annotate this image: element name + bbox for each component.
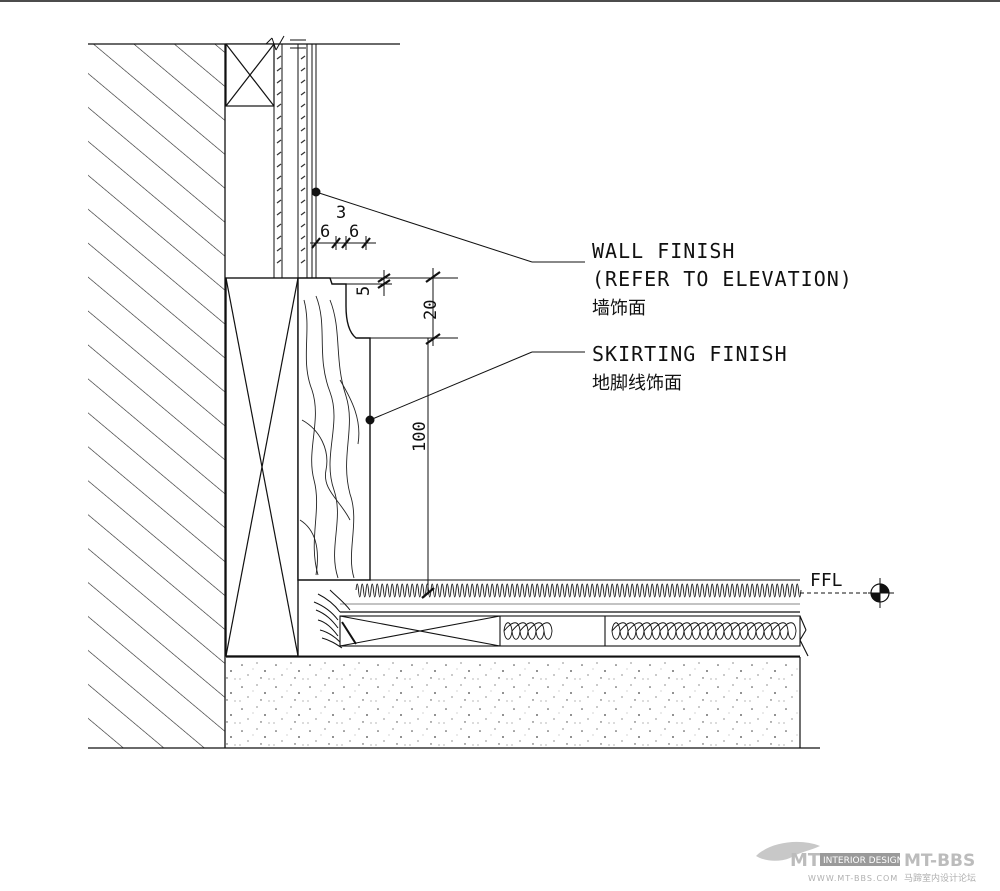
dim-3: 3 [336, 203, 346, 223]
horse-logo-icon [756, 841, 820, 861]
floor-insulation [503, 622, 797, 640]
skirting-finish-chinese: 地脚线饰面 [592, 373, 682, 394]
watermark: MT INTERIOR DESIGN MT-BBS WWW.MT-BBS.COM… [756, 841, 976, 884]
dim-6-left: 6 [320, 222, 330, 242]
board-hatch-ticks [276, 55, 306, 264]
wall-finish-chinese: 墙饰面 [592, 298, 646, 319]
carpet-layer [340, 579, 802, 613]
dim-6-right: 6 [349, 222, 359, 242]
dimension-vertical-5 [330, 270, 392, 296]
top-batten-block [225, 43, 275, 107]
watermark-url: WWW.MT-BBS.COM [808, 874, 898, 883]
skirting-finish-label: SKIRTING FINISH [592, 342, 788, 366]
watermark-badge: INTERIOR DESIGN [823, 856, 903, 866]
dimension-horizontal-6-6 [310, 236, 376, 250]
dim-100: 100 [410, 421, 430, 452]
watermark-badge-bg [820, 853, 900, 866]
dimension-vertical-20 [356, 268, 458, 346]
dim-20: 20 [421, 300, 441, 320]
dim-5: 5 [354, 286, 374, 296]
concrete-slab [226, 656, 801, 748]
watermark-site: MT-BBS [904, 851, 975, 871]
ffl-label: FFL [810, 570, 843, 591]
watermark-logo: MT [790, 850, 821, 871]
ffl-datum [800, 578, 894, 608]
timber-backing-block [225, 277, 299, 657]
structural-wall [88, 43, 820, 749]
wall-finish-label: WALL FINISH [592, 239, 735, 263]
carpet-gripper [313, 589, 351, 649]
wall-board-layers [265, 35, 317, 278]
dimension-vertical-100 [421, 338, 435, 599]
leader-wall-finish [311, 187, 585, 263]
skirting-board [297, 277, 371, 581]
watermark-chinese: 马蹄室内设计论坛 [904, 872, 976, 884]
leader-skirting-finish [365, 351, 585, 425]
wall-finish-reference: (REFER TO ELEVATION) [592, 267, 853, 291]
